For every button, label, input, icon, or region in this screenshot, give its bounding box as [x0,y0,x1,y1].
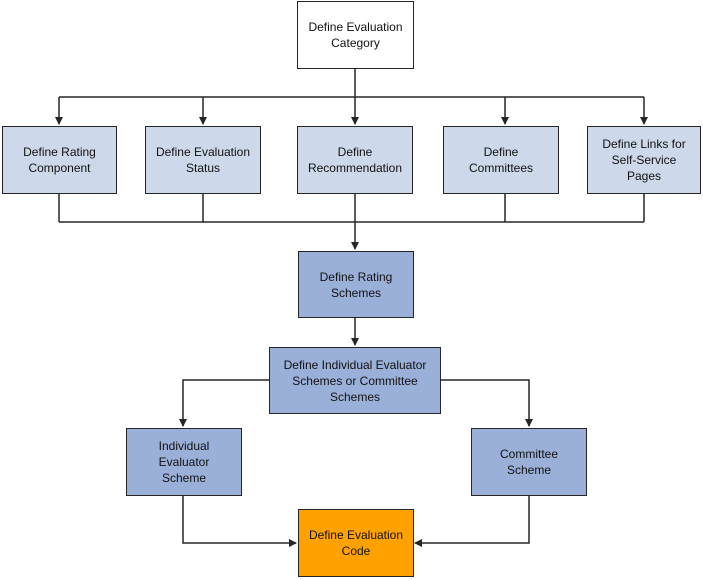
node-individual-evaluator-scheme: Individual Evaluator Scheme [126,428,242,496]
node-define-evaluation-code: Define Evaluation Code [298,509,414,577]
node-define-evaluation-category: Define Evaluation Category [297,1,414,69]
arrow-to-committee-scheme [441,379,533,427]
arrow-committee-to-code [414,496,530,547]
node-define-rating-component: Define Rating Component [2,126,117,194]
node-define-recommendation: Define Recommendation [297,126,413,194]
arrow-to-individual-scheme [179,379,269,427]
arrow-individual-to-code [182,496,297,547]
node-define-links-self-service: Define Links for Self-Service Pages [587,126,701,194]
node-define-evaluation-status: Define Evaluation Status [145,126,261,194]
node-define-individual-or-committee-schemes: Define Individual Evaluator Schemes or C… [269,347,441,414]
node-committee-scheme: Committee Scheme [471,428,587,496]
node-define-committees: Define Committees [443,126,559,194]
node-define-rating-schemes: Define Rating Schemes [298,251,414,318]
